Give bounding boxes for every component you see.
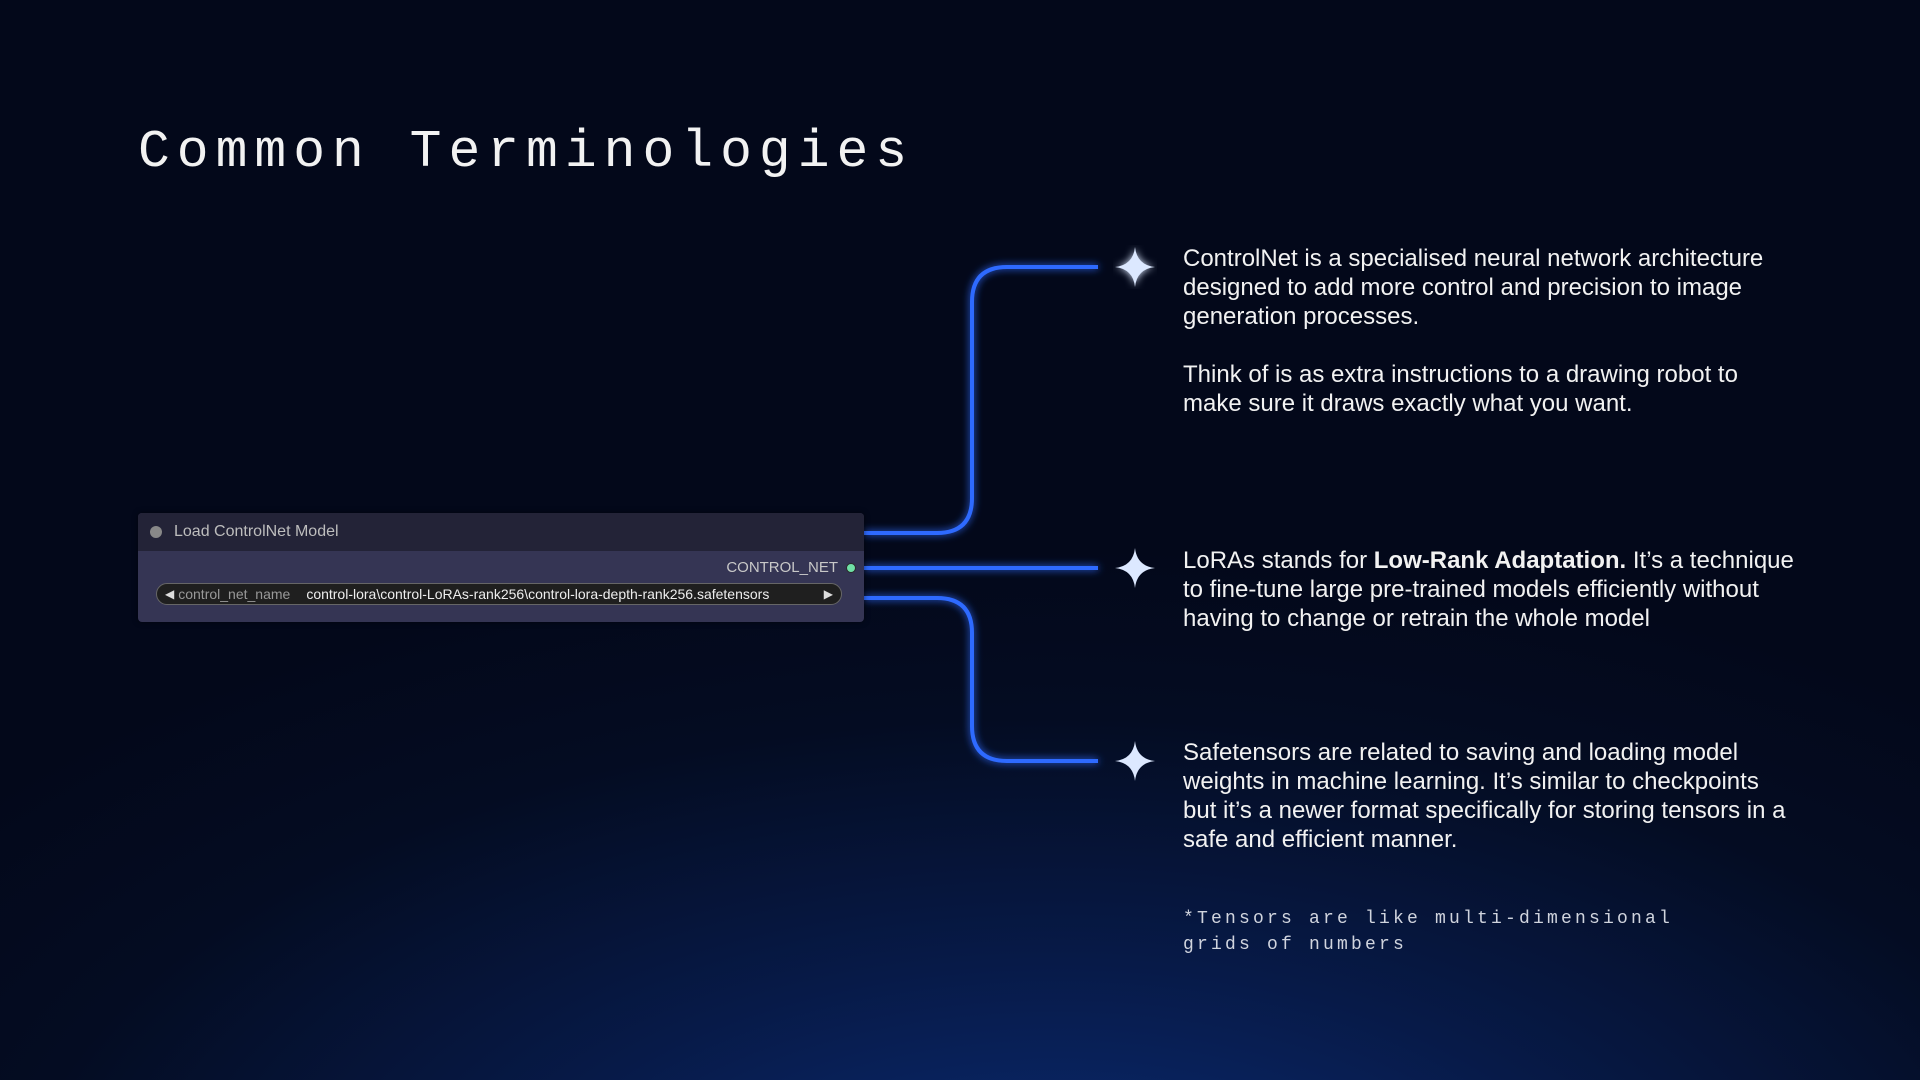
connector-controlnet: [864, 265, 1098, 535]
next-arrow-icon[interactable]: ▶: [823, 587, 833, 601]
safetensors-description: Safetensors are related to saving and lo…: [1183, 739, 1786, 853]
node-header[interactable]: Load ControlNet Model: [138, 513, 864, 551]
text: It’s a technique to fine-tune large pre-…: [1183, 547, 1794, 632]
text: LoRAs stands for: [1183, 547, 1374, 574]
output-label: CONTROL_NET: [726, 559, 838, 576]
collapse-dot-icon[interactable]: [150, 526, 162, 538]
output-slot[interactable]: CONTROL_NET: [726, 559, 856, 576]
sparkle-icon: [1115, 247, 1155, 287]
widget-value[interactable]: control-lora\control-LoRAs-rank256\contr…: [306, 586, 770, 602]
paragraph: Think of is as extra instructions to a d…: [1183, 361, 1738, 417]
connector-safetensors: [864, 596, 1098, 763]
lora-description: LoRAs stands for Low-Rank Adaptation. It…: [1183, 546, 1803, 633]
bold-term: Low-Rank Adaptation.: [1373, 547, 1627, 574]
sparkle-icon: [1115, 548, 1155, 588]
prev-arrow-icon[interactable]: ◀: [165, 587, 175, 601]
page-title: Common Terminologies: [138, 122, 915, 182]
paragraph: ControlNet is a specialised neural netwo…: [1183, 245, 1764, 330]
load-controlnet-node[interactable]: Load ControlNet Model CONTROL_NET ◀ cont…: [138, 513, 864, 622]
output-dot-icon[interactable]: [846, 562, 856, 573]
widget-label: control_net_name: [178, 586, 291, 602]
footnote: *Tensors are like multi-dimensional grid…: [1183, 909, 1674, 955]
sparkle-icon: [1115, 741, 1155, 781]
node-title: Load ControlNet Model: [174, 523, 339, 540]
controlnet-description: ControlNet is a specialised neural netwo…: [1183, 244, 1803, 447]
control-net-name-combo[interactable]: ◀ control_net_name control-lora\control-…: [156, 583, 842, 605]
